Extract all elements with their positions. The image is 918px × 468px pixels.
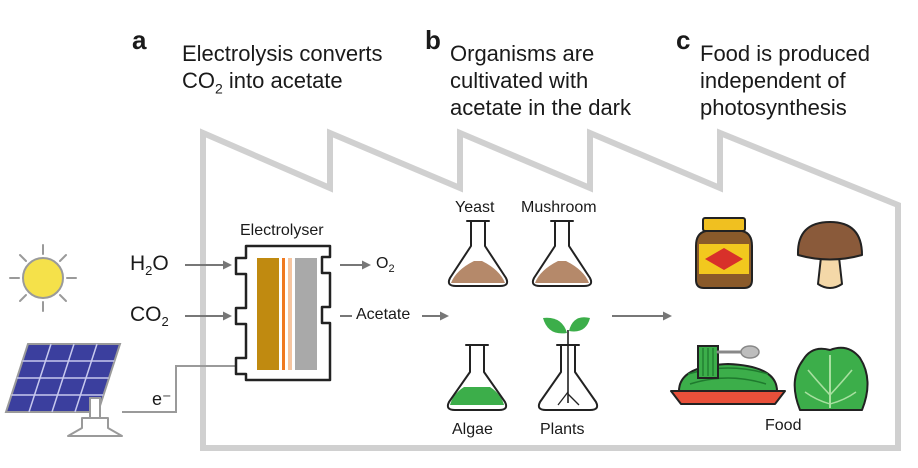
panel-letter-b: b [425, 25, 441, 55]
mushroom-food-icon [796, 221, 863, 289]
food-label: Food [765, 417, 802, 434]
co2-label: CO2 [130, 303, 169, 330]
algae-label: Algae [452, 421, 493, 438]
yeast-label: Yeast [455, 199, 495, 216]
panel-c-heading: Food is produced independent of photosyn… [700, 40, 870, 121]
acetate-label: Acetate [356, 306, 411, 323]
h2o-label: H2O [130, 252, 169, 279]
algae-flask-icon [446, 344, 508, 411]
solar-panel-icon [4, 343, 123, 437]
panel-a-heading-line1: Electrolysis converts [182, 41, 383, 66]
plant-flask-icon [537, 317, 599, 411]
electrolyser-icon [234, 244, 332, 382]
plants-label: Plants [540, 421, 585, 438]
electron-wire [122, 365, 236, 413]
panel-letter-c: c [676, 25, 691, 55]
mushroom-flask-icon [531, 220, 593, 287]
panel-c-heading-line2: independent of [700, 68, 846, 93]
panel-letter-a: a [132, 25, 147, 55]
panel-c-heading-line1: Food is produced [700, 41, 870, 66]
panel-c-heading-line3: photosynthesis [700, 95, 847, 120]
noodle-dish-icon [670, 345, 786, 405]
yeast-extract-jar-icon [695, 217, 753, 289]
panel-b-heading-line3: acetate in the dark [450, 95, 632, 120]
panel-b-heading: Organisms are cultivated with acetate in… [450, 40, 631, 121]
sun-icon [9, 244, 77, 312]
electrolyser-label: Electrolyser [240, 222, 324, 239]
panel-b-heading-line1: Organisms are [450, 41, 595, 66]
mushroom-label: Mushroom [521, 199, 597, 216]
yeast-flask-icon [447, 220, 509, 287]
panel-a-heading: Electrolysis converts CO2 into acetate [182, 40, 383, 102]
lettuce-icon [793, 346, 869, 411]
panel-a-heading-line2: CO2 into acetate [182, 68, 343, 97]
electron-label: e⁻ [152, 389, 172, 409]
o2-label: O2 [376, 255, 395, 276]
panel-b-heading-line2: cultivated with [450, 68, 589, 93]
factory-outline [200, 128, 901, 451]
